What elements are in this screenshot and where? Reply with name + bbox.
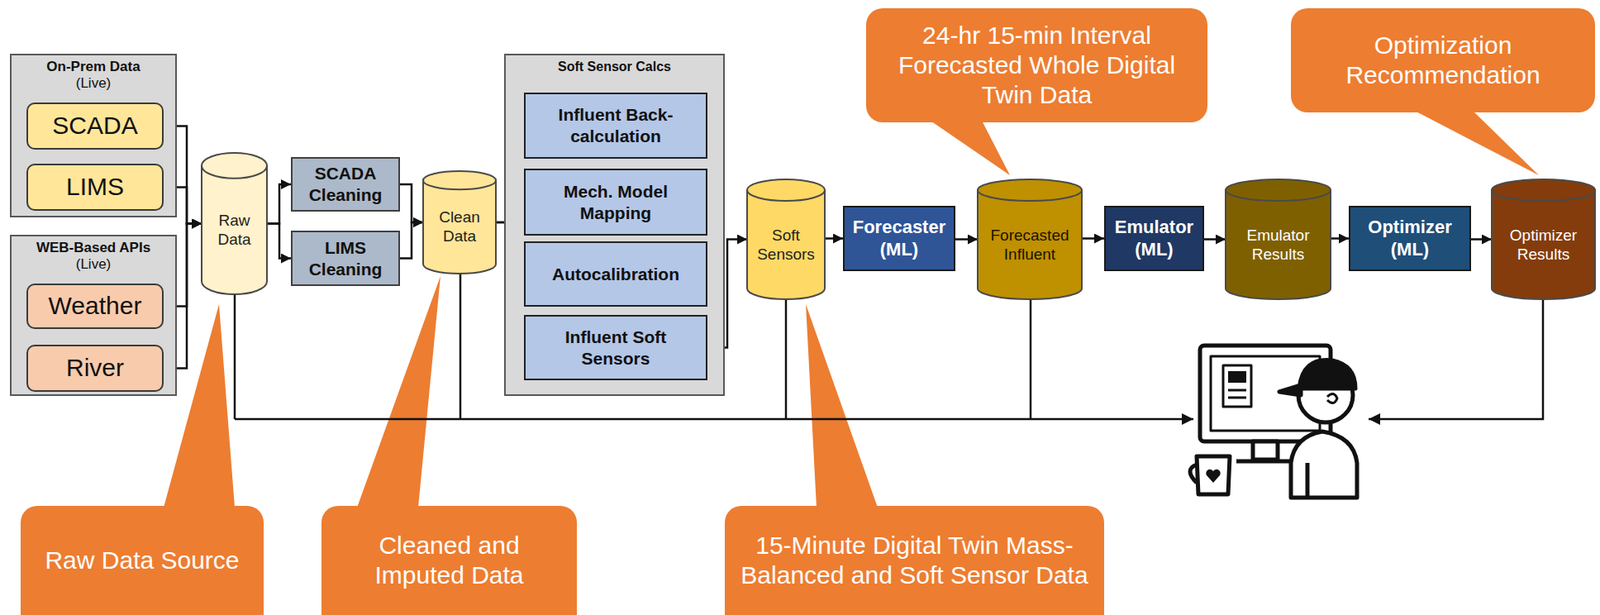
user-illustration	[1190, 345, 1358, 498]
callout-tail	[805, 304, 878, 508]
data-source: LIMS	[26, 163, 164, 211]
callout-tail	[1408, 107, 1539, 176]
node-label: Influent Soft Sensors	[530, 326, 701, 369]
data-store: Clean Data	[423, 171, 496, 274]
cylinder-label-area: Forecasted Influent	[980, 203, 1080, 288]
data-source: River	[26, 344, 164, 392]
callout-tail	[357, 276, 441, 508]
node-label: Cleaned and Imputed Data	[333, 530, 566, 591]
group-subheading: (Live)	[11, 75, 176, 92]
process-box: Influent Back-calculation	[523, 92, 708, 159]
callout-bubble: 15-Minute Digital Twin Mass-Balanced and…	[724, 505, 1105, 615]
node-label: 24-hr 15-min Interval Forecasted Whole D…	[877, 20, 1196, 110]
node-label: Influent Back-calculation	[530, 104, 701, 147]
node-label: Mech. Model Mapping	[530, 180, 701, 224]
node-label: Weather	[48, 290, 143, 322]
data-store: Raw Data	[201, 152, 267, 295]
callout-bubble: 24-hr 15-min Interval Forecasted Whole D…	[866, 8, 1208, 123]
cylinder-top	[1491, 179, 1596, 201]
cylinder-body	[1225, 190, 1331, 300]
process-box: Mech. Model Mapping	[523, 168, 708, 236]
group-heading: On-Prem Data	[11, 58, 176, 76]
callout-tail	[923, 115, 1010, 176]
node-label: Autocalibration	[552, 263, 680, 286]
cylinder-body	[201, 165, 267, 295]
ml-box: Forecaster (ML)	[842, 205, 956, 272]
connector-arrow	[266, 223, 291, 259]
cylinder-top	[423, 171, 496, 190]
node-label: SCADA Cleaning	[297, 162, 394, 205]
node-label: Optimization Recommendation	[1302, 30, 1584, 91]
cylinder-top	[1225, 179, 1331, 201]
cylinder-top	[201, 152, 267, 179]
process-box: Influent Soft Sensors	[523, 314, 708, 381]
cylinder-label-area: Clean Data	[425, 191, 494, 264]
node-label: Soft Sensors	[749, 226, 823, 265]
connector-arrow	[1204, 238, 1226, 241]
group-heading: WEB-Based APIs	[11, 239, 176, 257]
connector-arrow	[1330, 237, 1349, 240]
node-label: Emulator Results	[1228, 226, 1329, 265]
source-group: On-Prem Data(Live) SCADA LIMS	[9, 53, 177, 218]
cylinder-label-area: Optimizer Results	[1494, 203, 1593, 288]
ml-box: Optimizer (ML)	[1348, 205, 1472, 272]
data-store: Forecasted Influent	[977, 179, 1082, 300]
cylinder-body	[977, 190, 1082, 300]
node-label: Emulator (ML)	[1110, 216, 1198, 262]
connector-arrow	[400, 222, 424, 259]
connector-arrow	[1471, 238, 1492, 241]
cylinder-body	[423, 180, 496, 274]
data-store: Optimizer Results	[1491, 179, 1596, 300]
callout-bubble: Cleaned and Imputed Data	[321, 505, 577, 615]
cylinder-label-area: Emulator Results	[1228, 203, 1329, 288]
node-label: 15-Minute Digital Twin Mass-Balanced and…	[736, 530, 1093, 591]
calc-group: Soft Sensor CalcsInfluent Back-calculati…	[504, 53, 725, 396]
node-label: Forecaster (ML)	[849, 216, 949, 262]
group-heading: Soft Sensor Calcs	[505, 58, 724, 75]
process-box: LIMS Cleaning	[290, 230, 400, 286]
cylinder-label-area: Raw Data	[204, 180, 265, 281]
connector-arrow	[824, 237, 843, 240]
connector-arrow	[400, 184, 424, 223]
process-box: SCADA Cleaning	[290, 157, 400, 212]
node-label: Forecasted Influent	[980, 226, 1080, 265]
node-label: River	[66, 352, 124, 384]
ml-box: Emulator (ML)	[1104, 205, 1205, 272]
node-label: LIMS	[66, 171, 124, 203]
data-source: Weather	[26, 283, 164, 329]
cylinder-label-area: Soft Sensors	[749, 203, 823, 288]
process-box: Autocalibration	[523, 241, 708, 307]
data-source: SCADA	[26, 102, 164, 150]
callout-bubble: Optimization Recommendation	[1290, 8, 1596, 113]
callout-bubble: Raw Data Source	[20, 505, 264, 615]
group-subheading: (Live)	[11, 256, 176, 273]
node-label: SCADA	[52, 110, 138, 142]
cylinder-top	[747, 179, 825, 201]
connector-arrow	[955, 238, 978, 241]
cylinder-body	[1491, 190, 1596, 300]
node-label: Optimizer (ML)	[1355, 216, 1465, 262]
source-group: WEB-Based APIs(Live) WeatherRiver	[9, 234, 177, 396]
node-label: Optimizer Results	[1494, 226, 1593, 265]
connector-arrow	[266, 184, 291, 224]
data-store: Emulator Results	[1225, 179, 1331, 300]
node-label: Raw Data Source	[44, 545, 239, 576]
node-label: LIMS Cleaning	[297, 237, 394, 280]
node-label: Raw Data	[204, 211, 265, 250]
cylinder-top	[977, 179, 1082, 201]
connector-arrow	[1081, 237, 1105, 240]
node-label: Clean Data	[425, 208, 494, 247]
cylinder-body	[747, 190, 825, 300]
data-store: Soft Sensors	[747, 179, 825, 300]
